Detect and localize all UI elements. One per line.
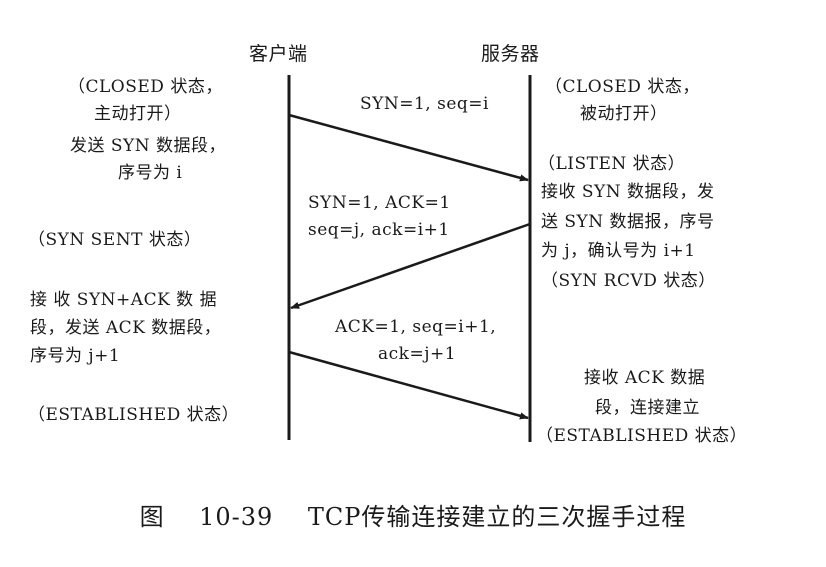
ack-message-line1: ACK=1, seq=i+1, (335, 317, 497, 337)
syn-ack-message-line1: SYN=1, ACK=1 (308, 193, 451, 213)
client-established-state: （ESTABLISHED 状态） (28, 405, 240, 425)
client-seq-j1: 序号为 j+1 (30, 346, 121, 366)
ack-message-line2: ack=j+1 (378, 344, 457, 364)
syn-ack-message-line2: seq=j, ack=i+1 (308, 220, 450, 240)
server-connected: 段，连接建立 (595, 398, 700, 418)
client-seq-i: 序号为 i (118, 163, 183, 183)
server-send-syn: 送 SYN 数据报，序号 (541, 212, 715, 232)
server-listen-state: （LISTEN 状态） (538, 154, 686, 174)
client-active-open: 主动打开） (94, 104, 182, 124)
server-established-state: （ESTABLISHED 状态） (536, 426, 748, 446)
server-recv-syn: 接收 SYN 数据段，发 (541, 182, 715, 202)
server-seq-ack: 为 j，确认号为 i+1 (541, 241, 696, 261)
server-header: 服务器 (481, 43, 540, 65)
ack-arrow (288, 350, 529, 420)
client-syn-sent-state: （SYN SENT 状态） (28, 230, 202, 250)
figure-caption: 图 10-39 TCP传输连接建立的三次握手过程 (139, 503, 687, 531)
client-send-syn: 发送 SYN 数据段， (70, 136, 227, 156)
syn-message-label: SYN=1, seq=i (360, 94, 489, 114)
server-recv-ack: 接收 ACK 数据 (584, 368, 706, 388)
client-send-ack: 段，发送 ACK 数据段， (30, 318, 222, 338)
syn-ack-arrow (290, 222, 531, 310)
server-passive-open: 被动打开） (580, 104, 668, 124)
server-syn-rcvd-state: （SYN RCVD 状态） (541, 271, 716, 291)
client-recv-synack: 接 收 SYN+ACK 数 据 (30, 290, 218, 310)
server-closed-state: （CLOSED 状态， (545, 77, 700, 97)
syn-arrow (288, 113, 529, 182)
client-header: 客户端 (249, 43, 308, 65)
client-closed-state: （CLOSED 状态， (68, 77, 223, 97)
